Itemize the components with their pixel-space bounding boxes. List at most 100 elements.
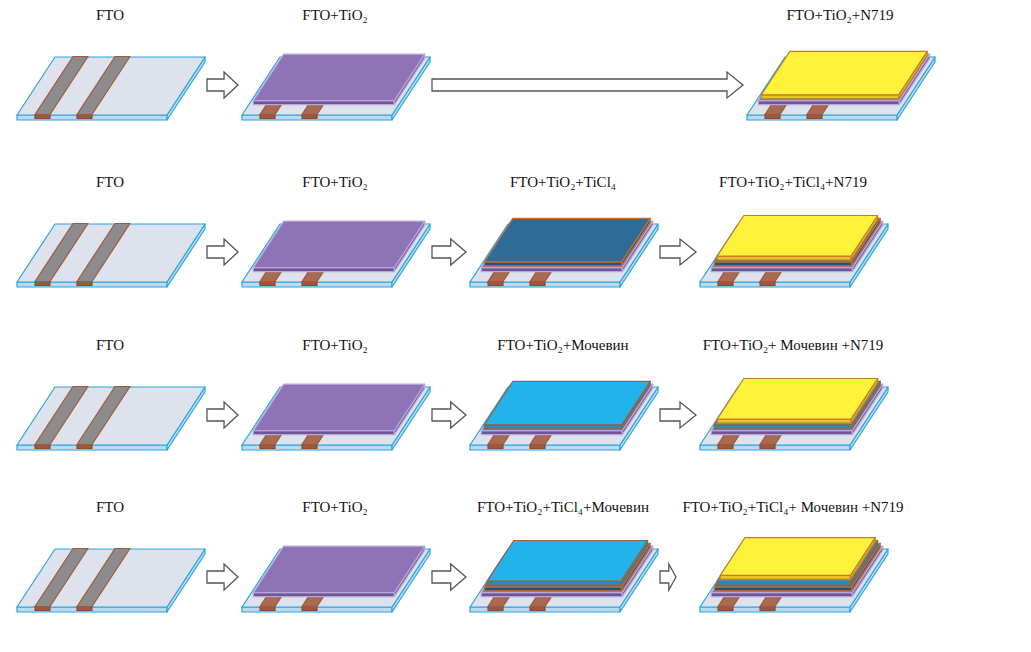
glass-edge (747, 115, 897, 120)
contact-strip (35, 282, 50, 286)
contact-strip (35, 387, 88, 445)
process-arrow (207, 239, 238, 265)
process-stage: FTO+TiO₂ (240, 5, 430, 127)
film-edge (717, 256, 851, 260)
contact-strip (260, 597, 281, 606)
process-stage: FTO+TiO₂ (240, 172, 430, 294)
contact-strip (718, 445, 733, 449)
contact-strip (718, 272, 739, 281)
process-stage: FTO+TiO₂ (240, 335, 430, 457)
contact-strip (302, 435, 323, 444)
substrate-drawing (15, 519, 205, 619)
contact-strip (77, 224, 130, 282)
contact-strip (488, 445, 503, 449)
stage-label: FTO (15, 5, 205, 27)
substrate-illustration (700, 216, 888, 288)
substrate-illustration (242, 384, 430, 450)
fto-glass (17, 549, 205, 607)
stage-label-text: FTO+TiO₂+TiCl₄+N719 (719, 172, 867, 192)
glass-edge (242, 115, 392, 120)
substrate-drawing (698, 194, 888, 294)
contact-strip (718, 282, 733, 286)
stage-label-text: FTO (96, 497, 124, 517)
stage-label: FTO+TiO₂+TiCl₄ (468, 172, 658, 194)
stage-label: FTO+TiO₂ (240, 497, 430, 519)
contact-strip (260, 105, 281, 114)
film-layer (484, 218, 650, 261)
contact-strip (260, 445, 275, 449)
substrate-illustration (470, 541, 658, 613)
film-layer (761, 51, 927, 95)
contact-strip (35, 549, 88, 607)
stage-label-text: FTO+TiO₂+TiCl₄+Мочевин (477, 497, 649, 517)
substrate-illustration (747, 51, 935, 120)
stage-label: FTO (15, 497, 205, 519)
process-stage: FTO+TiO₂+TiCl₄ (468, 172, 658, 294)
contact-strip (807, 105, 828, 114)
contact-strip (718, 435, 739, 444)
substrate-illustration (700, 538, 888, 612)
film-layer (253, 546, 424, 592)
glass-edge (242, 607, 392, 612)
glass-edge (17, 607, 167, 612)
glass-edge (470, 282, 620, 287)
substrate-drawing (745, 27, 935, 127)
process-stage: FTO+TiO₂+TiCl₄+N719 (698, 172, 888, 294)
film-edge (481, 268, 622, 272)
process-stage: FTO (15, 172, 205, 294)
stage-label: FTO+TiO₂+Мочевин (468, 335, 658, 357)
contact-strip (302, 105, 323, 114)
glass-edge (242, 282, 392, 287)
contact-strip (718, 597, 739, 606)
stage-label-text: FTO+TiO₂ (302, 172, 367, 192)
substrate-drawing (240, 194, 430, 294)
stage-label: FTO+TiO₂+TiCl₄+Мочевин (468, 497, 658, 519)
substrate-drawing (15, 27, 205, 127)
process-stage: FTO (15, 5, 205, 127)
film-edge (481, 431, 622, 435)
contact-strip (302, 597, 323, 606)
contact-strip (260, 435, 281, 444)
process-arrow (432, 402, 466, 428)
film-layer (484, 381, 650, 425)
process-stage: FTO+TiO₂+TiCl₄+ Мочевин +N719 (678, 497, 908, 619)
film-layer (717, 216, 877, 257)
stage-label: FTO+TiO₂ (240, 172, 430, 194)
contact-strip (760, 445, 775, 449)
stage-label: FTO (15, 172, 205, 194)
stage-label: FTO+TiO₂+TiCl₄+N719 (698, 172, 888, 194)
contact-strip (77, 549, 130, 607)
film-edge (717, 419, 851, 423)
stage-label-text: FTO (96, 172, 124, 192)
contact-strip (530, 435, 551, 444)
process-arrow (432, 564, 466, 590)
stage-label-text: FTO+TiO₂+Мочевин (497, 335, 628, 355)
fto-glass (17, 57, 205, 115)
glass-edge (700, 282, 850, 287)
glass-edge (470, 607, 620, 612)
contact-strip (77, 57, 130, 115)
substrate-illustration (17, 57, 205, 121)
fto-glass (17, 387, 205, 445)
glass-edge (700, 607, 850, 612)
substrate-drawing (468, 519, 658, 619)
process-arrow (660, 564, 676, 590)
process-arrow (207, 564, 238, 590)
process-arrow (432, 239, 466, 265)
film-layer (487, 541, 647, 582)
contact-strip (760, 435, 781, 444)
contact-strip (35, 57, 88, 115)
process-stage: FTO+TiO₂+TiCl₄+Мочевин (468, 497, 658, 619)
contact-strip (302, 282, 317, 286)
glass-edge (700, 445, 850, 450)
substrate-illustration (470, 381, 658, 450)
contact-strip (260, 282, 275, 286)
substrate-drawing (240, 27, 430, 127)
stage-label-text: FTO+TiO₂ (302, 335, 367, 355)
substrate-drawing (15, 357, 205, 457)
contact-strip (530, 272, 551, 281)
stage-label-text: FTO (96, 5, 124, 25)
substrate-illustration (17, 549, 205, 613)
glass-edge (17, 115, 167, 120)
